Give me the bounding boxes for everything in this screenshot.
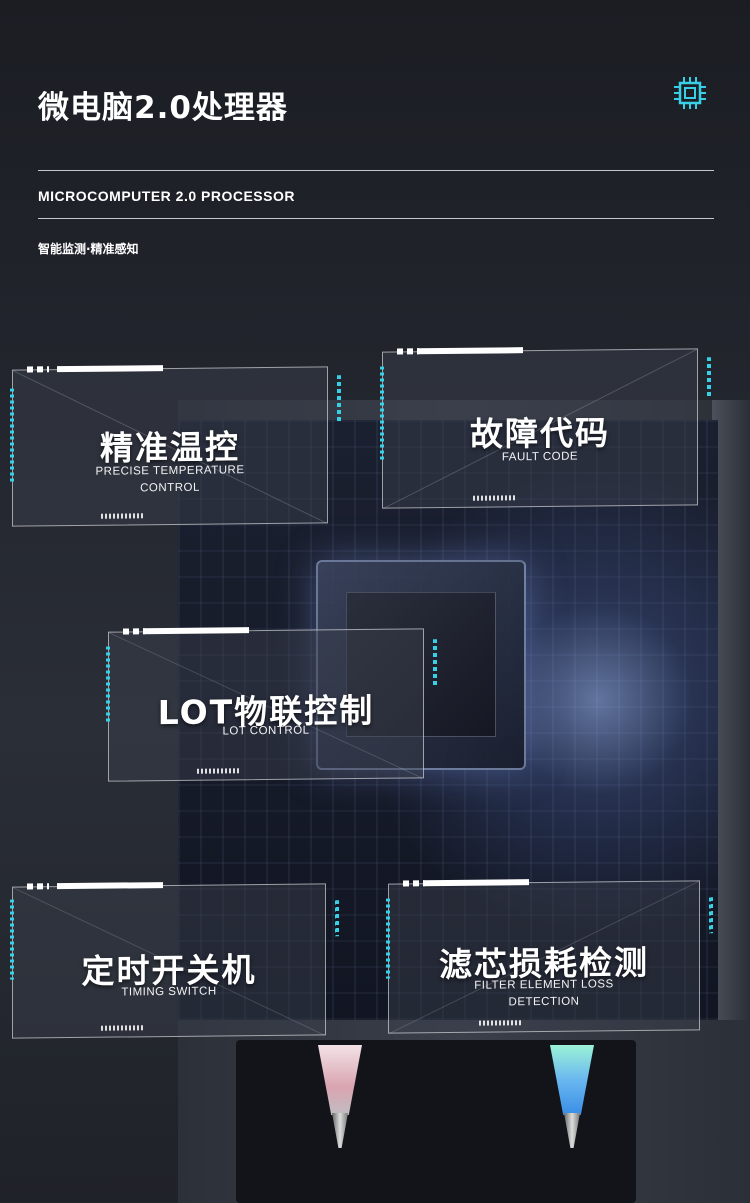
feature-subtitle-line2: CONTROL: [140, 481, 200, 495]
feature-subtitle: FAULT CODE: [501, 450, 579, 464]
feature-card-iot-control: LOT物联控制 LOT CONTROL: [106, 627, 437, 782]
feature-card-timing-switch: 定时开关机 TIMING SWITCH: [10, 882, 339, 1039]
feature-card-filter-detection: 滤芯损耗检测 FILTER ELEMENT LOSS DETECTION: [386, 879, 713, 1034]
feature-card-temperature: 精准温控 PRECISE TEMPERATURE CONTROL: [10, 365, 341, 527]
water-dispenser-side: [712, 400, 750, 1020]
cold-water-nozzle: [550, 1045, 594, 1150]
feature-card-fault-code: 故障代码 FAULT CODE: [380, 347, 711, 509]
divider-top: [38, 170, 714, 171]
processor-die: [346, 592, 496, 737]
page-tagline: 智能监测·精准感知: [38, 242, 139, 256]
page-title: 微电脑2.0处理器: [38, 90, 288, 126]
divider-bottom: [38, 218, 714, 219]
hot-water-nozzle: [318, 1045, 362, 1150]
page-subtitle: MICROCOMPUTER 2.0 PROCESSOR: [38, 188, 295, 204]
cpu-chip-icon: [674, 77, 706, 109]
feature-subtitle-line2: DETECTION: [508, 995, 580, 1009]
feature-subtitle: LOT CONTROL: [222, 724, 310, 738]
feature-subtitle: TIMING SWITCH: [121, 985, 217, 999]
